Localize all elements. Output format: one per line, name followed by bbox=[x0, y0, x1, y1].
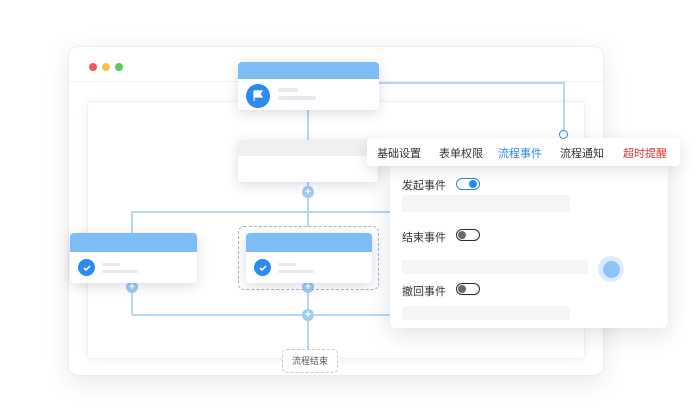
node-placeholder-line bbox=[278, 96, 316, 100]
connector-top-to-tabs bbox=[563, 82, 565, 132]
maximize-window-button[interactable] bbox=[115, 63, 123, 71]
drag-handle-dot bbox=[602, 260, 620, 278]
add-node-plus-icon[interactable]: + bbox=[302, 186, 314, 198]
node-header bbox=[238, 62, 379, 79]
event-config-field[interactable] bbox=[402, 306, 570, 320]
connector-left-node-down bbox=[131, 283, 133, 315]
connector-branch-horizontal bbox=[132, 211, 390, 213]
branch-node-left[interactable] bbox=[70, 233, 197, 283]
branch-node-middle[interactable] bbox=[246, 233, 372, 283]
event-label: 撤回事件 bbox=[402, 286, 446, 298]
connector-mid-node-down bbox=[307, 288, 309, 315]
settings-tabs: 基础设置 表单权限 流程事件 流程通知 超时提醒 bbox=[367, 138, 680, 166]
tab-process-events[interactable]: 流程事件 bbox=[498, 148, 542, 160]
withdraw-event-toggle[interactable] bbox=[456, 283, 480, 295]
toggle-knob bbox=[469, 180, 477, 188]
connector-mid-branch-down bbox=[307, 211, 309, 226]
node-placeholder-line bbox=[102, 270, 138, 273]
node-header bbox=[238, 140, 378, 156]
tab-basic-settings[interactable]: 基础设置 bbox=[377, 148, 421, 160]
flow-end-node[interactable]: 流程结束 bbox=[282, 349, 338, 373]
node-placeholder-line bbox=[278, 270, 314, 273]
end-event-toggle[interactable] bbox=[456, 229, 480, 241]
event-label: 结束事件 bbox=[402, 232, 446, 244]
drag-handle[interactable] bbox=[598, 256, 624, 282]
event-config-field[interactable] bbox=[402, 260, 588, 274]
tab-timeout-reminder[interactable]: 超时提醒 bbox=[623, 148, 667, 160]
flag-icon bbox=[246, 84, 270, 108]
add-node-plus-icon[interactable]: + bbox=[302, 281, 314, 293]
node-placeholder-line bbox=[102, 263, 120, 266]
tab-process-notifications[interactable]: 流程通知 bbox=[560, 148, 604, 160]
toggle-knob bbox=[458, 231, 466, 239]
start-event-toggle[interactable] bbox=[456, 178, 480, 190]
add-node-plus-icon[interactable]: + bbox=[126, 281, 138, 293]
close-window-button[interactable] bbox=[89, 63, 97, 71]
toggle-knob bbox=[458, 285, 466, 293]
event-config-field[interactable] bbox=[402, 195, 570, 212]
connector-merge-horizontal bbox=[132, 314, 390, 316]
start-node[interactable] bbox=[238, 62, 379, 110]
node-header bbox=[70, 233, 197, 252]
connector-to-end bbox=[307, 315, 309, 349]
check-circle-icon bbox=[254, 259, 271, 276]
add-node-plus-icon[interactable]: + bbox=[302, 309, 314, 321]
check-circle-icon bbox=[78, 259, 95, 276]
connector-left-branch-down bbox=[131, 211, 133, 233]
window-controls bbox=[89, 63, 123, 71]
event-label: 发起事件 bbox=[402, 180, 446, 192]
minimize-window-button[interactable] bbox=[102, 63, 110, 71]
node-placeholder-line bbox=[278, 263, 296, 266]
node-placeholder-line bbox=[278, 88, 298, 92]
approval-node[interactable] bbox=[238, 140, 378, 182]
connector-endpoint bbox=[559, 130, 568, 139]
selected-node-outline bbox=[238, 226, 379, 290]
connector-start-down bbox=[307, 110, 309, 140]
tab-form-permissions[interactable]: 表单权限 bbox=[439, 148, 483, 160]
event-settings-panel: 发起事件 结束事件 撤回事件 bbox=[390, 158, 668, 328]
connector-top-horizontal bbox=[378, 82, 564, 84]
node-header bbox=[246, 233, 372, 252]
